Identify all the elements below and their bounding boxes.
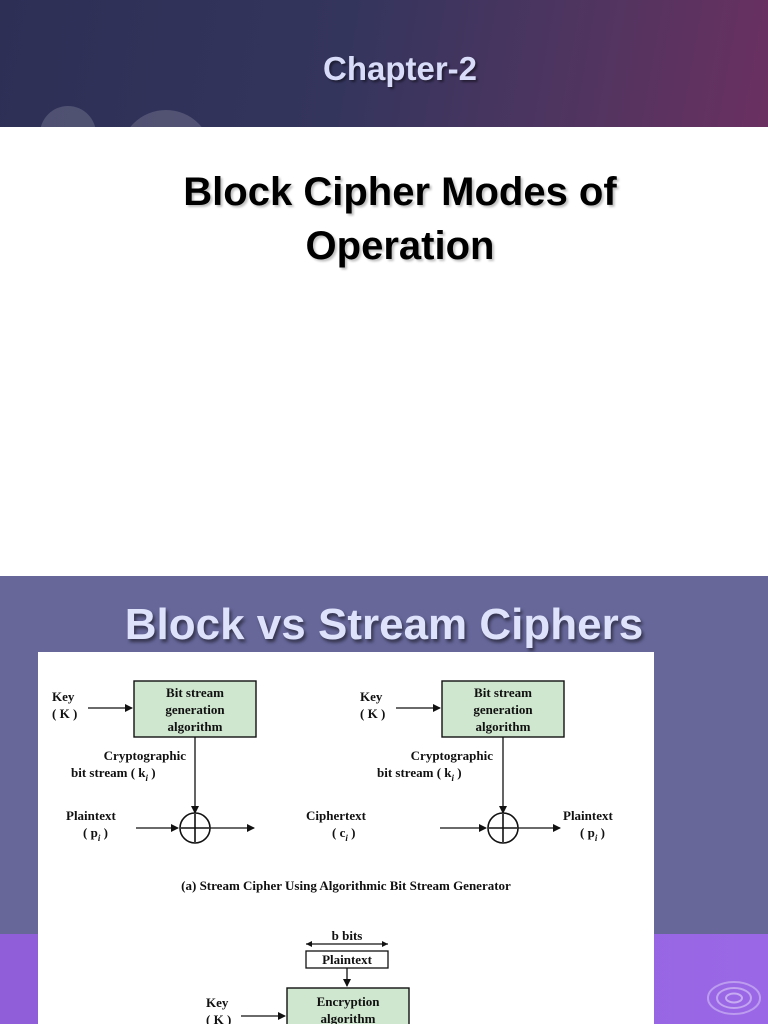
- left-box-line-1: Bit stream: [166, 685, 224, 700]
- left-box-line-3: algorithm: [168, 719, 223, 734]
- slide-2-title: Block vs Stream Ciphers: [124, 600, 644, 649]
- decorative-bubble: [120, 110, 212, 127]
- right-stream-line-1: Cryptographic: [411, 748, 494, 763]
- slide-1-title: Block Cipher Modes of Operation: [0, 165, 768, 273]
- decorative-bubble: [40, 106, 96, 127]
- right-stream-line-2: bit stream ( ki ): [377, 765, 462, 783]
- right-key-label: Key: [360, 689, 383, 704]
- bits-label: b bits: [332, 928, 363, 943]
- left-xor-icon: [179, 812, 211, 844]
- left-input-label: Plaintext: [66, 808, 116, 823]
- left-key-label: Key: [52, 689, 75, 704]
- right-input-symbol: ( ci ): [332, 825, 355, 843]
- right-key-symbol: ( K ): [360, 706, 385, 721]
- cipher-diagram: Key ( K ) Bit stream generation algorith…: [52, 680, 613, 1024]
- left-input-symbol: ( pi ): [83, 825, 108, 843]
- right-box-line-3: algorithm: [476, 719, 531, 734]
- block-plaintext-label: Plaintext: [322, 952, 372, 967]
- title-line-2: Operation: [305, 224, 495, 268]
- slide-1-header-band: [0, 0, 768, 127]
- left-box-line-2: generation: [165, 702, 225, 717]
- right-input-label: Ciphertext: [306, 808, 367, 823]
- block-key-symbol: ( K ): [206, 1012, 231, 1024]
- right-output-symbol: ( pi ): [580, 825, 605, 843]
- title-line-1: Block Cipher Modes of: [183, 170, 617, 214]
- right-bitstream-box: [441, 680, 565, 738]
- slide-1: Chapter-2 Block Cipher Modes of Operatio…: [0, 0, 768, 273]
- block-enc-line-1: Encryption: [317, 994, 381, 1009]
- right-output-label: Plaintext: [563, 808, 613, 823]
- swirl-icon: [707, 981, 761, 1015]
- left-bitstream-box: [133, 680, 257, 738]
- right-box-line-2: generation: [473, 702, 533, 717]
- right-xor-icon: [487, 812, 519, 844]
- left-stream-line-1: Cryptographic: [104, 748, 187, 763]
- block-key-label: Key: [206, 995, 229, 1010]
- right-box-line-1: Bit stream: [474, 685, 532, 700]
- block-enc-line-2: algorithm: [321, 1011, 376, 1024]
- left-stream-line-2: bit stream ( ki ): [71, 765, 156, 783]
- left-key-symbol: ( K ): [52, 706, 77, 721]
- slide-2: Block vs Stream Ciphers Key ( K ) Bit st…: [0, 576, 768, 1024]
- block-encryption-box: [286, 987, 410, 1024]
- figure-caption-a: (a) Stream Cipher Using Algorithmic Bit …: [181, 878, 511, 893]
- chapter-heading: Chapter-2: [322, 50, 478, 87]
- cipher-diagram-figure: Key ( K ) Bit stream generation algorith…: [38, 652, 654, 1024]
